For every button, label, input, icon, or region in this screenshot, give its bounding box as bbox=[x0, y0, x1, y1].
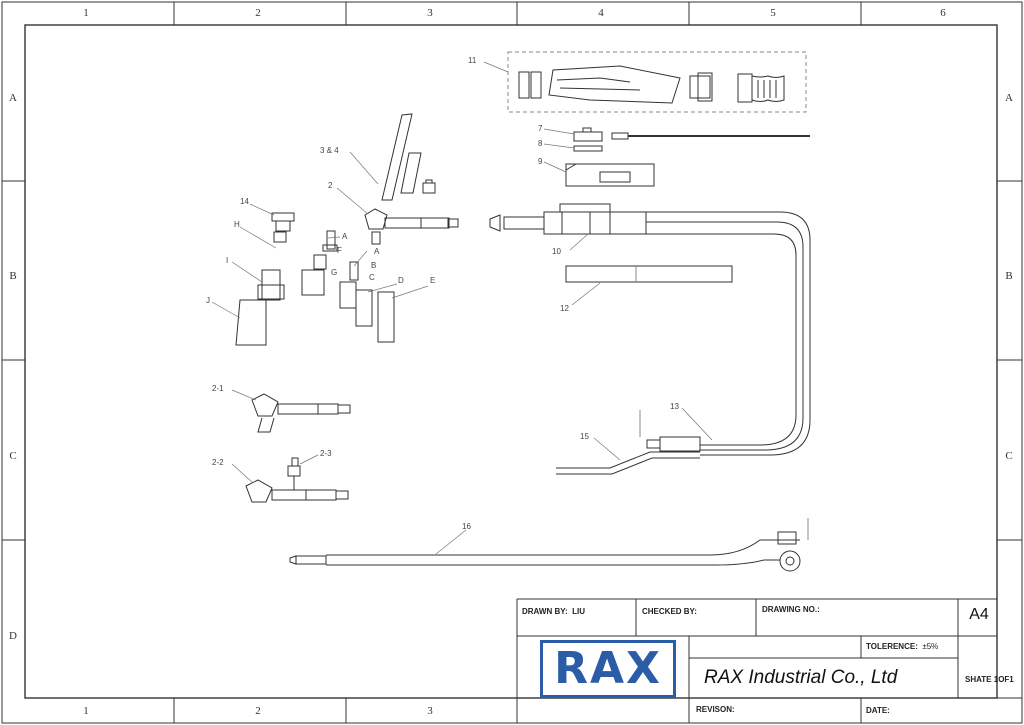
torch-body-10 bbox=[489, 203, 811, 456]
torch-head-2-1 bbox=[251, 393, 351, 433]
torch-cover-12 bbox=[565, 265, 733, 283]
callout-2-1: 2-1 bbox=[212, 384, 224, 393]
zone-col-1-bottom: 1 bbox=[83, 705, 89, 717]
tolerance-label: TOLERENCE: bbox=[866, 642, 918, 651]
torch-head-2-2 bbox=[245, 457, 349, 503]
callout-h: H bbox=[234, 220, 240, 229]
callout-2-2: 2-2 bbox=[212, 458, 224, 467]
callout-8: 8 bbox=[538, 139, 543, 148]
callout-12: 12 bbox=[560, 304, 569, 313]
title-block-grid bbox=[516, 598, 1022, 723]
back-cap-kit bbox=[518, 65, 785, 104]
drawn-by-label: DRAWN BY: bbox=[522, 607, 568, 616]
callout-9: 9 bbox=[538, 157, 543, 166]
kit-box bbox=[507, 51, 807, 113]
callout-a-2: A bbox=[374, 247, 380, 256]
zone-col-6-top: 6 bbox=[940, 7, 946, 19]
torch-parts-drawing bbox=[211, 51, 811, 572]
callout-f: F bbox=[337, 246, 342, 255]
callout-g: G bbox=[331, 268, 338, 277]
callout-i: I bbox=[226, 256, 229, 265]
drawn-by-field: DRAWN BY: LIU bbox=[522, 607, 585, 616]
zone-col-1-top: 1 bbox=[83, 7, 89, 19]
zone-col-4-top: 4 bbox=[598, 7, 604, 19]
callout-e: E bbox=[430, 276, 436, 285]
torch-head-2 bbox=[364, 208, 459, 245]
callout-3-4: 3 & 4 bbox=[320, 146, 339, 155]
callout-11: 11 bbox=[468, 56, 477, 65]
revision-label: REVISON: bbox=[696, 705, 735, 714]
callout-15: 15 bbox=[580, 432, 589, 441]
cable-end-13 bbox=[556, 410, 701, 475]
callout-7: 7 bbox=[538, 124, 543, 133]
callout-2-3: 2-3 bbox=[320, 449, 332, 458]
tolerance-field: TOLERENCE: ±5% bbox=[866, 642, 938, 651]
paper-size: A4 bbox=[969, 606, 989, 623]
callout-c: C bbox=[369, 273, 375, 282]
callout-13: 13 bbox=[670, 402, 679, 411]
callout-2: 2 bbox=[328, 181, 333, 190]
company-name: RAX Industrial Co., Ltd bbox=[704, 667, 898, 688]
logo-text: RAX bbox=[554, 643, 662, 694]
date-label: DATE: bbox=[866, 706, 890, 715]
back-cap-small-parts bbox=[573, 127, 810, 152]
zone-col-2-top: 2 bbox=[255, 7, 261, 19]
torch-handle-part bbox=[565, 163, 655, 187]
collet-group bbox=[381, 113, 436, 201]
zone-row-b-right: B bbox=[1005, 270, 1013, 282]
zone-row-a-left: A bbox=[9, 92, 17, 104]
drawn-by-value: LIU bbox=[572, 607, 585, 616]
zone-row-b-left: B bbox=[9, 270, 17, 282]
drawing-no-label: DRAWING NO.: bbox=[762, 605, 820, 614]
callout-10: 10 bbox=[552, 247, 561, 256]
callout-14: 14 bbox=[240, 197, 249, 206]
callout-b: B bbox=[371, 261, 377, 270]
sheet-number: SHATE 1OF1 bbox=[965, 675, 1014, 684]
callout-a-1: A bbox=[342, 232, 348, 241]
callout-j: J bbox=[206, 296, 210, 305]
zone-row-c-right: C bbox=[1005, 450, 1013, 462]
company-logo: RAX bbox=[540, 640, 676, 698]
power-cable-16 bbox=[289, 518, 809, 572]
zone-col-5-top: 5 bbox=[770, 7, 776, 19]
gas-hose-15 bbox=[556, 451, 700, 475]
zone-row-a-right: A bbox=[1005, 92, 1013, 104]
zone-col-2-bottom: 2 bbox=[255, 705, 261, 717]
zone-col-3-bottom: 3 bbox=[427, 705, 433, 717]
tolerance-value: ±5% bbox=[922, 642, 939, 651]
leader-lines bbox=[211, 61, 713, 555]
gas-lens-parts bbox=[235, 212, 395, 346]
callout-16: 16 bbox=[462, 522, 471, 531]
checked-by-label: CHECKED BY: bbox=[642, 607, 697, 616]
zone-row-c-left: C bbox=[9, 450, 17, 462]
callout-d: D bbox=[398, 276, 404, 285]
zone-col-3-top: 3 bbox=[427, 7, 433, 19]
zone-row-d-left: D bbox=[9, 630, 17, 642]
